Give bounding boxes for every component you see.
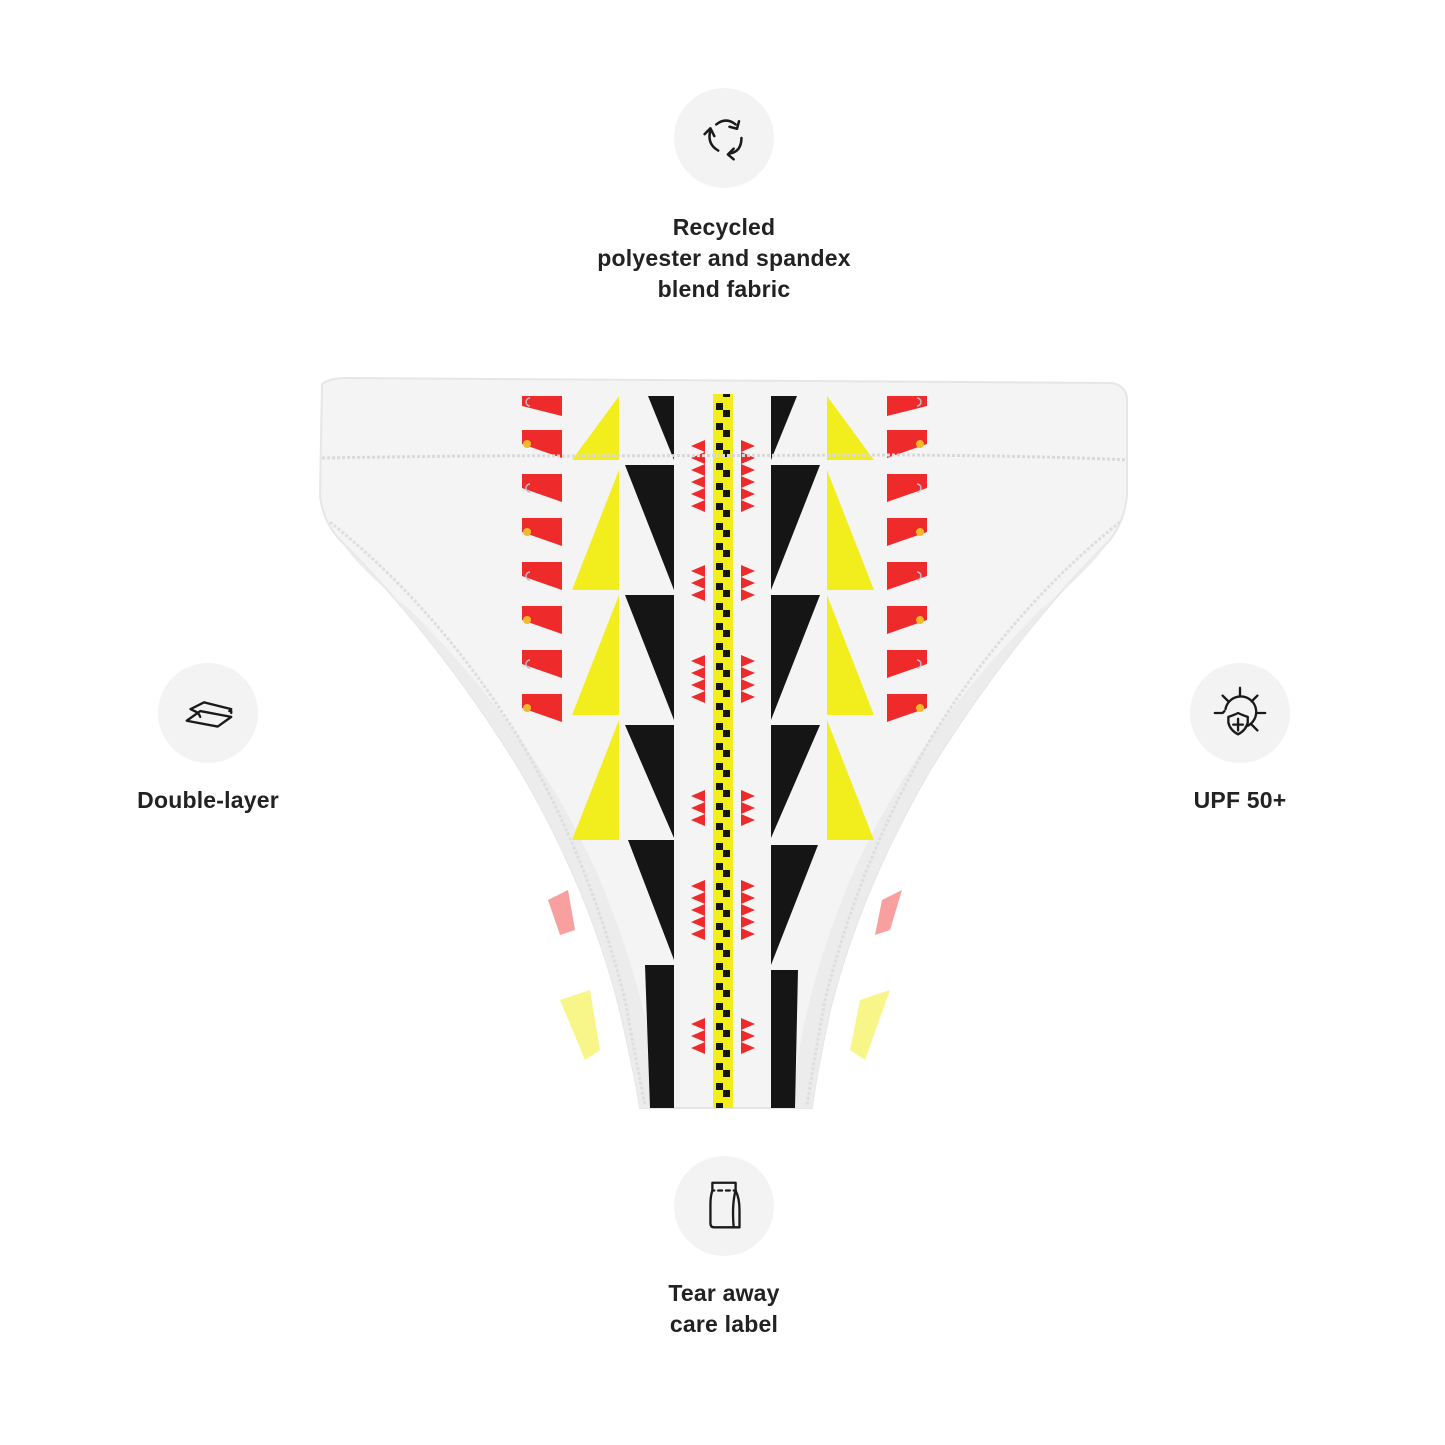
feature-double-layer: Double-layer xyxy=(58,663,358,816)
feature-label-upf: UPF 50+ xyxy=(1194,785,1287,816)
double-layer-icon xyxy=(158,663,258,763)
feature-label-care: Tear away care label xyxy=(668,1278,779,1340)
label-line: care label xyxy=(669,1311,779,1337)
feature-upf: UPF 50+ xyxy=(1090,663,1390,816)
recycle-icon xyxy=(674,88,774,188)
yellow-triangles-left xyxy=(572,396,619,840)
label-line: polyester and spandex xyxy=(597,245,851,271)
feature-label-double-layer: Double-layer xyxy=(137,785,279,816)
red-flag-stripe-left xyxy=(522,396,562,722)
upf-sun-shield-icon xyxy=(1190,663,1290,763)
black-triangles-left xyxy=(625,396,674,1108)
checker-stripe xyxy=(713,394,733,1108)
feature-care-label: Tear away care label xyxy=(574,1156,874,1340)
feature-recycled-fabric: Recycled polyester and spandex blend fab… xyxy=(524,88,924,305)
black-triangles-right xyxy=(771,396,820,1108)
care-label-icon xyxy=(674,1156,774,1256)
red-flag-stripe-right xyxy=(887,396,927,722)
label-line: blend fabric xyxy=(657,276,791,302)
label-line: UPF 50+ xyxy=(1193,787,1287,813)
label-line: Recycled xyxy=(672,214,776,240)
feature-label-recycled: Recycled polyester and spandex blend fab… xyxy=(597,212,850,305)
yellow-triangles-right xyxy=(827,396,874,840)
label-line: Tear away xyxy=(668,1280,780,1306)
red-zigzags xyxy=(691,440,755,1054)
label-line: Double-layer xyxy=(137,787,279,813)
